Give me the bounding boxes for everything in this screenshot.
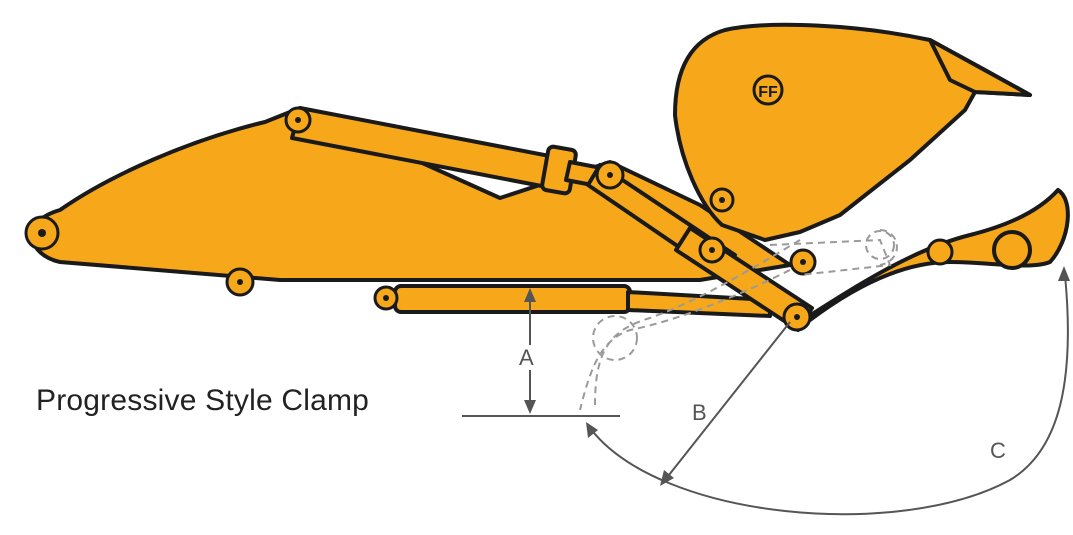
dimension-c-arrow-end-icon (1058, 266, 1070, 281)
bucket-swing-pin (865, 230, 895, 260)
bucket-lip (928, 38, 1032, 97)
dimension-b-arrow-icon (660, 470, 674, 486)
clamp-open-outline (579, 239, 801, 411)
dimension-a-label: A (519, 345, 534, 370)
dimension-a-arrow-up (524, 288, 536, 302)
diagram-caption: Progressive Style Clamp (36, 384, 370, 417)
dimension-c-label: C (990, 438, 1006, 463)
logo-text: FF (758, 84, 778, 101)
bucket (673, 22, 1032, 242)
dimension-c-arc (589, 274, 1069, 516)
dimension-c-arrow-start-icon (586, 422, 598, 438)
thumb-tip-knuckle (992, 230, 1032, 270)
bucket-swing-outline (769, 229, 898, 276)
lower-clamp-cylinder (393, 284, 632, 314)
pin-thumb-logo (926, 238, 954, 266)
logo-icon: FF (752, 74, 784, 106)
lower-cylinder-rod (626, 290, 772, 318)
dimension-a-arrow-down (524, 400, 536, 414)
clamp-open-tip (592, 315, 638, 361)
dimension-b-line (664, 321, 791, 481)
dimension-b-label: B (692, 400, 707, 425)
